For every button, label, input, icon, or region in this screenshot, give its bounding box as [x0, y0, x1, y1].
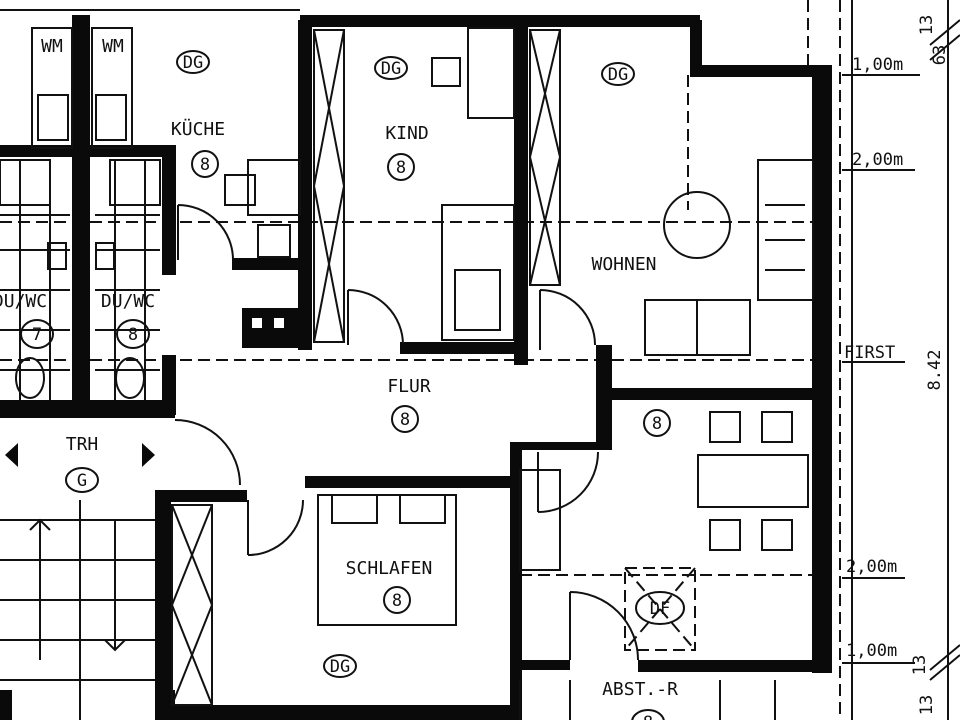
essen-number: 8: [652, 414, 662, 434]
kueche-number: 8: [200, 155, 210, 175]
kueche-tag: DG: [183, 53, 203, 73]
doors: [174, 204, 639, 661]
dim-top-small-b: 63: [930, 45, 950, 65]
dim-total: 8.42: [925, 350, 945, 391]
bath-left-label: DU/WC: [0, 291, 47, 312]
bath-right-number: 8: [128, 325, 138, 345]
dim-top-small-a: 13: [917, 15, 937, 35]
kueche-label: KÜCHE: [171, 118, 225, 140]
flur-number: 8: [400, 410, 410, 430]
wohnen-tag: DG: [608, 65, 628, 85]
abst-label: ABST.-R: [602, 679, 678, 700]
wm-left-label: WM: [41, 36, 63, 57]
bath-right-label: DU/WC: [101, 291, 155, 312]
dim-bottom-2: 2,00m: [846, 557, 897, 577]
trh-label: TRH: [66, 434, 99, 455]
dim-bottom-small-b: 13: [917, 695, 937, 715]
schlafen-label: SCHLAFEN: [346, 558, 433, 579]
kind-number: 8: [396, 158, 406, 178]
first-label: FIRST: [844, 343, 895, 363]
trh-number: G: [77, 471, 87, 491]
dim-top-1: 1,00m: [852, 55, 903, 75]
dimension-labels: 1,00m 2,00m FIRST 2,00m 1,00m 8.42 13 63…: [842, 15, 960, 715]
room-tag-ellipses: [20, 50, 685, 720]
walls: [0, 15, 832, 720]
wm-right-label: WM: [102, 36, 124, 57]
kind-label: KIND: [385, 123, 428, 144]
wohnen-label: WOHNEN: [591, 254, 656, 275]
flur-label: FLUR: [387, 376, 431, 397]
dim-bottom-1: 1,00m: [846, 641, 897, 661]
abst-number: 8: [643, 713, 653, 720]
furniture: [0, 27, 814, 720]
dim-top-2: 2,00m: [852, 150, 903, 170]
room-labels: WM WM DG KÜCHE 8 DG KIND 8 DG WOHNEN FLU…: [0, 36, 678, 720]
df-label: DF: [650, 599, 670, 619]
windows: [170, 29, 562, 706]
kind-tag: DG: [381, 59, 401, 79]
dim-bottom-small-a: 13: [910, 655, 930, 675]
schlafen-tag: DG: [330, 657, 350, 677]
schlafen-number: 8: [392, 591, 402, 611]
bath-left-number: 7: [32, 325, 42, 345]
